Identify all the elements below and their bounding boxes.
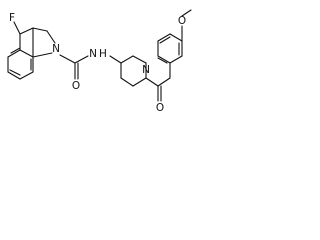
amide-hydrogen-label: H — [99, 48, 107, 60]
ketone-oxygen-label: O — [156, 102, 164, 114]
amide-nitrogen-label: N — [89, 48, 97, 60]
amide-oxygen-label: O — [72, 80, 80, 92]
chemical-structure-diagram: F N N H O N O O — [7, 9, 192, 114]
piperidine-nitrogen-label: N — [142, 64, 150, 76]
fluorine-atom-label: F — [9, 12, 15, 24]
methoxy-oxygen-label: O — [178, 15, 186, 27]
indoline-nitrogen-label: N — [52, 43, 60, 55]
atom-labels: F N N H O N O O — [9, 12, 186, 114]
bond-lines — [7, 9, 192, 102]
